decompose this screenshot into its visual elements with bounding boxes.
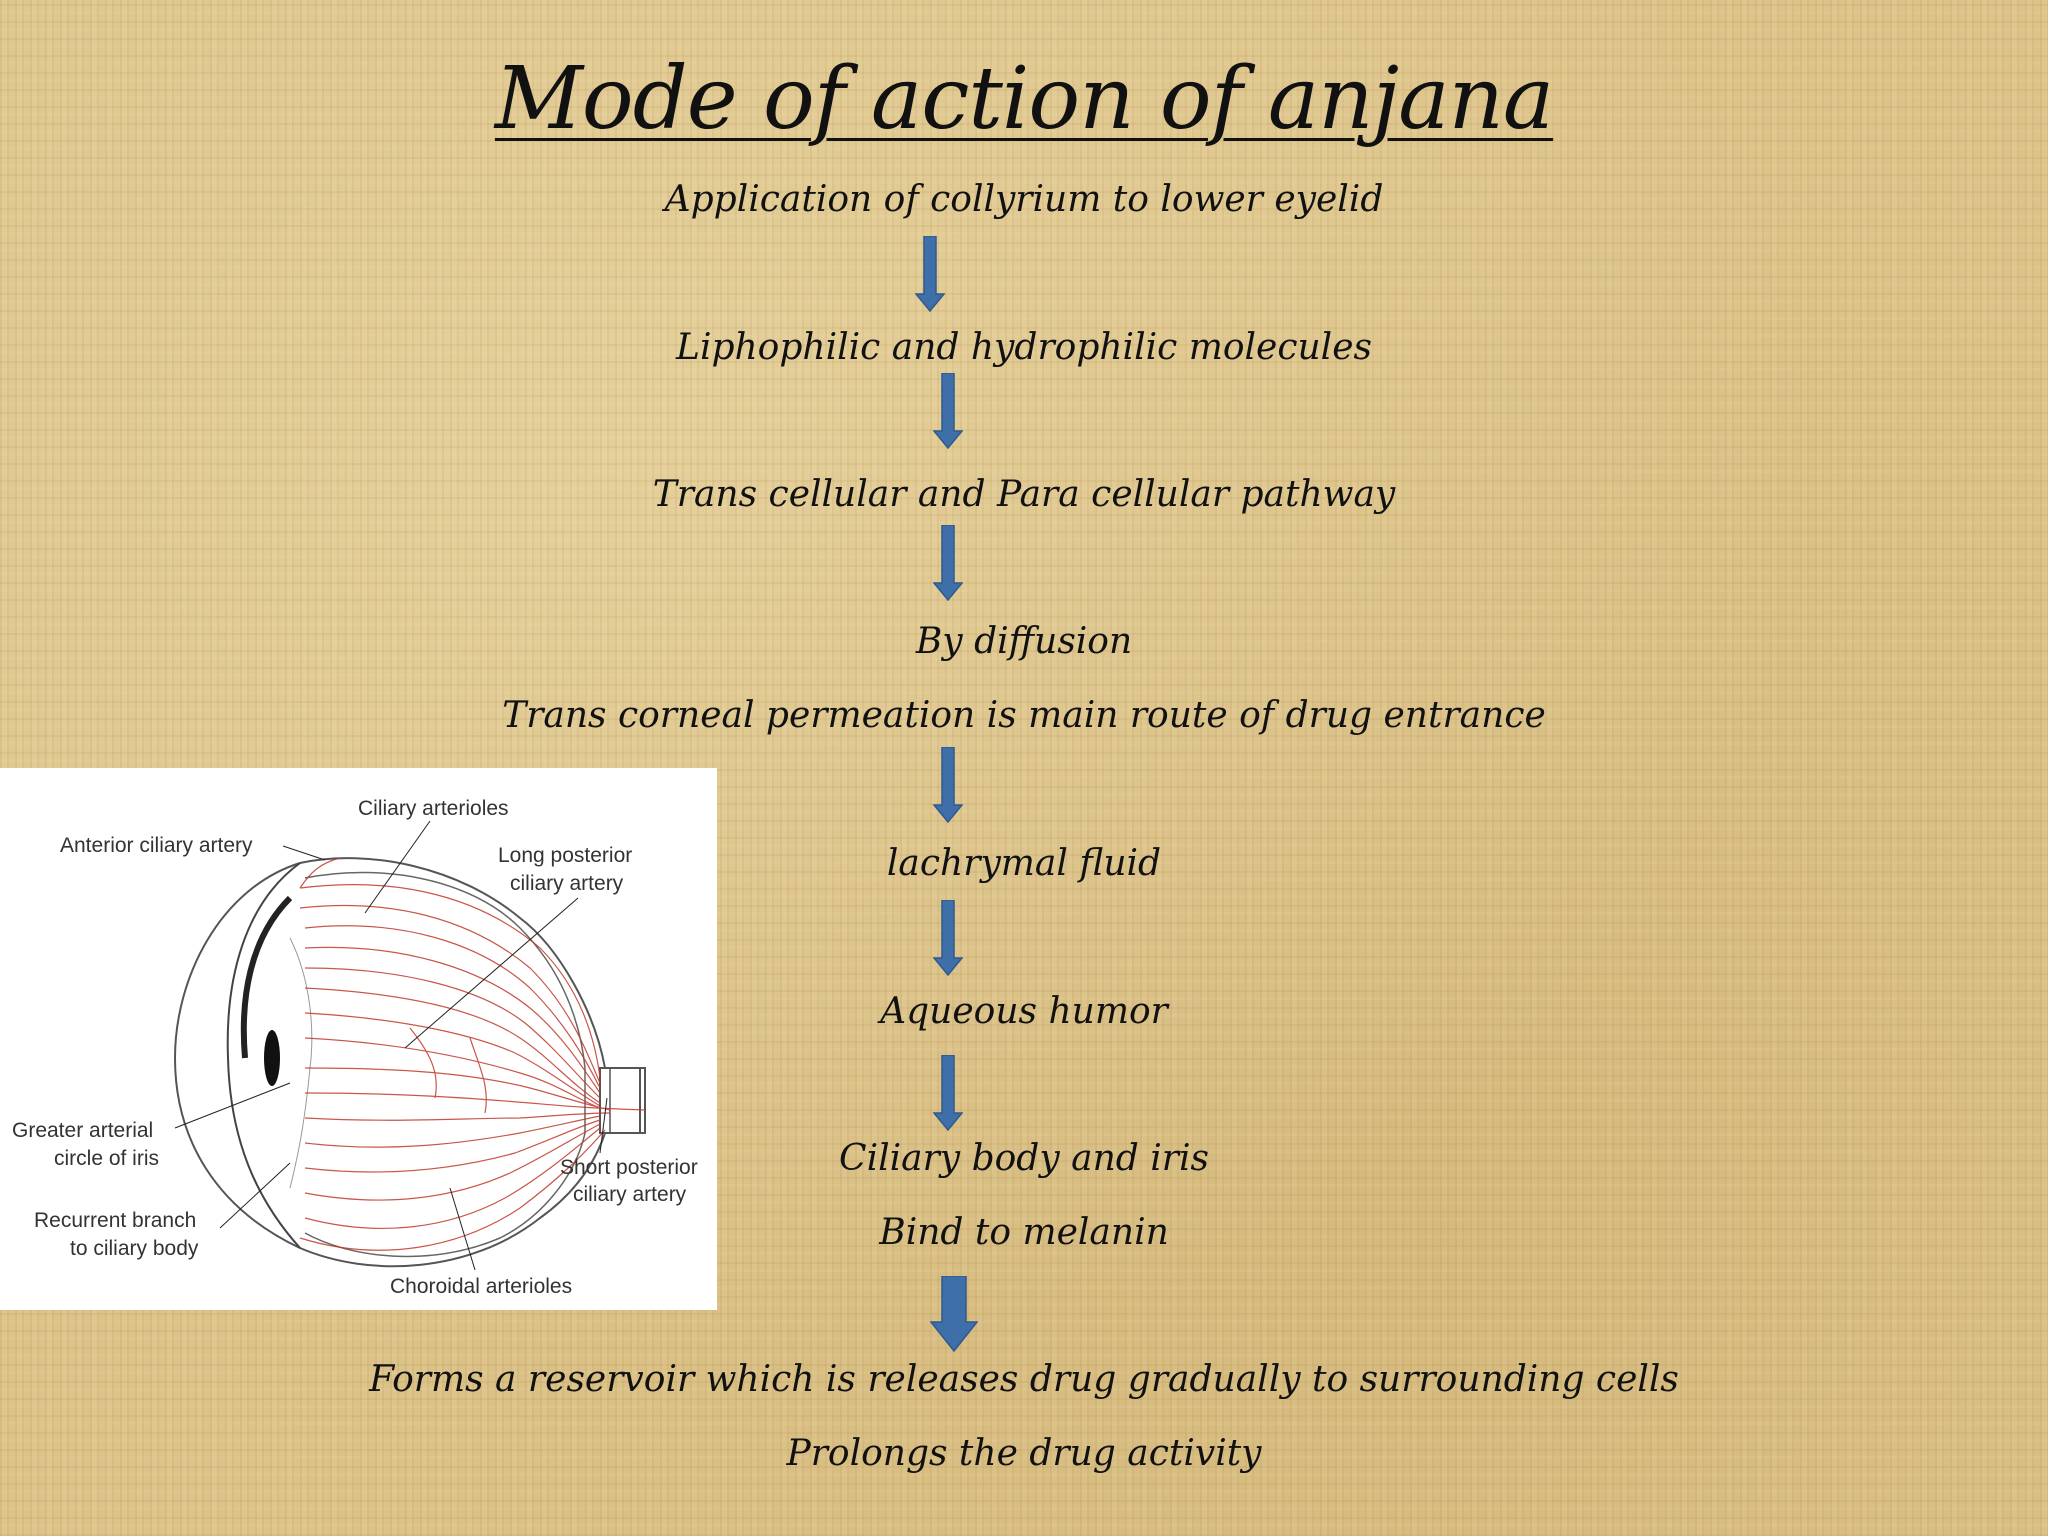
step-trans-corneal: Trans corneal permeation is main route o… [502,695,1546,736]
label-short-posterior-1: Short posterior [560,1156,698,1179]
label-recurrent-branch-2: to ciliary body [70,1237,199,1260]
down-arrow-icon [933,1055,963,1131]
label-short-posterior-2: ciliary artery [573,1183,687,1206]
eye-diagram: Ciliary arterioles Anterior ciliary arte… [12,797,698,1298]
label-recurrent-branch-1: Recurrent branch [34,1209,196,1232]
step-molecules: Liphophilic and hydrophilic molecules [676,327,1372,368]
label-ciliary-arterioles: Ciliary arterioles [358,797,509,820]
down-arrow-icon [933,900,963,976]
label-choroidal-arterioles: Choroidal arterioles [390,1275,572,1298]
label-greater-arterial-2: circle of iris [54,1147,159,1170]
step-diffusion: By diffusion [915,621,1133,662]
label-long-posterior-1: Long posterior [498,844,632,867]
down-arrow-icon [915,236,945,312]
step-melanin: Bind to melanin [879,1212,1169,1253]
down-arrow-icon [933,525,963,601]
label-anterior-ciliary-artery: Anterior ciliary artery [60,834,253,857]
label-long-posterior-2: ciliary artery [510,872,624,895]
step-reservoir: Forms a reservoir which is releases drug… [369,1359,1679,1400]
eye-blood-supply-figure: Ciliary arterioles Anterior ciliary arte… [0,768,717,1310]
step-prolongs: Prolongs the drug activity [786,1433,1262,1474]
step-ciliary-body: Ciliary body and iris [839,1138,1209,1179]
down-arrow-icon [933,747,963,823]
step-lachrymal-fluid: lachrymal fluid [886,843,1162,884]
down-arrow-icon [933,373,963,449]
step-application: Application of collyrium to lower eyelid [664,179,1384,220]
slide-title: Mode of action of anjana [0,44,2048,154]
step-pathway: Trans cellular and Para cellular pathway [652,474,1396,515]
label-greater-arterial-1: Greater arterial [12,1119,153,1142]
down-arrow-icon [930,1276,978,1352]
step-aqueous-humor: Aqueous humor [880,991,1168,1032]
slide-title-text: Mode of action of anjana [494,49,1554,149]
